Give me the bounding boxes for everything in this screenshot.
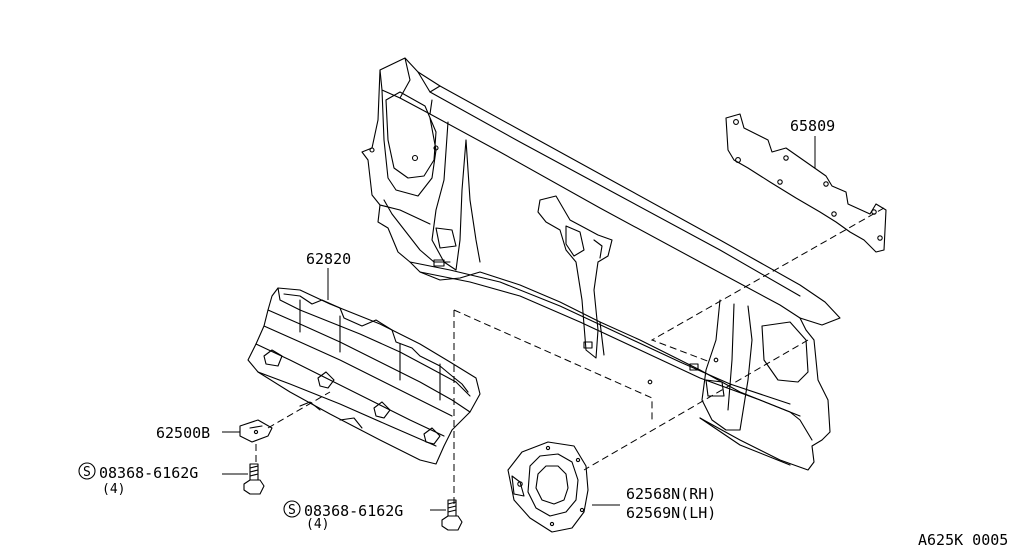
part-62568n-bracket[interactable] [507, 441, 589, 533]
label-bolt-center-number: 08368-6162G [304, 502, 403, 520]
label-62500b: 62500B [156, 424, 210, 442]
diagram-code: A625K 0005 [918, 531, 1008, 549]
label-62568n: 62568N(RH) [626, 485, 716, 503]
bolt-center[interactable] [441, 499, 463, 531]
standard-part-symbol-left [78, 462, 96, 480]
symbol-bolt-center: S [288, 503, 296, 518]
label-65809: 65809 [790, 117, 835, 135]
bolt-left[interactable] [243, 463, 265, 495]
label-bolt-center-qty: (4) [306, 517, 329, 532]
radiator-core-support [361, 57, 841, 471]
part-62500b-clip[interactable] [239, 419, 273, 443]
label-bolt-left-number: 08368-6162G [99, 464, 198, 482]
symbol-bolt-left: S [83, 465, 91, 480]
label-62569n: 62569N(LH) [626, 504, 716, 522]
part-62820-cover[interactable] [247, 287, 481, 465]
standard-part-symbol-center [283, 500, 301, 518]
label-bolt-left-qty: (4) [102, 482, 125, 497]
assembly-guide-lines [255, 207, 885, 506]
label-62820: 62820 [306, 250, 351, 268]
